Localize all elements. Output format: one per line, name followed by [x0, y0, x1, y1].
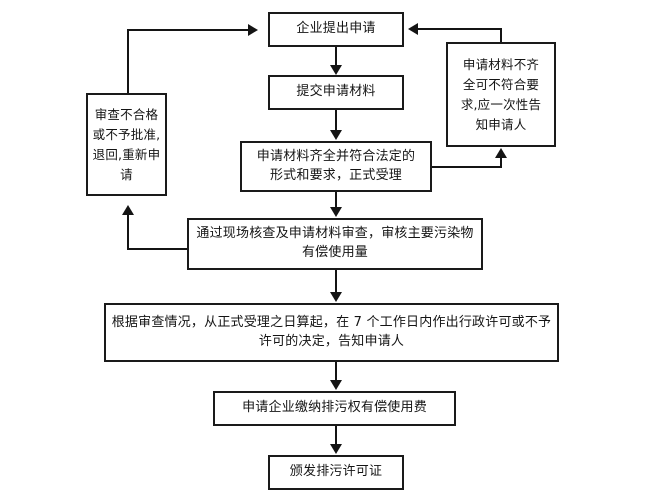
node-pay-fee[interactable]: 申请企业缴纳排污权有偿使用费 — [213, 391, 456, 426]
node-incomplete-label: 申请材料不齐 全可不符合要 求,应一次性告 知申请人 — [460, 56, 542, 132]
edge-apply-to-submit-line — [335, 47, 337, 67]
edge-complete-to-incomplete-h — [432, 166, 502, 168]
edge-incomplete-to-apply-v — [500, 28, 502, 44]
node-issue-permit[interactable]: 颁发排污许可证 — [268, 455, 404, 490]
edge-review-to-decision-arrow — [330, 292, 342, 302]
node-materials-complete[interactable]: 申请材料齐全并符合法定的 形式和要求，正式受理 — [240, 141, 432, 192]
edge-complete-to-incomplete-arrow — [495, 148, 507, 158]
node-apply[interactable]: 企业提出申请 — [268, 12, 404, 47]
edge-complete-to-review-arrow — [330, 207, 342, 217]
edge-reject-to-apply-h — [127, 29, 250, 31]
node-materials-incomplete[interactable]: 申请材料不齐 全可不符合要 求,应一次性告 知申请人 — [446, 42, 556, 147]
edge-incomplete-to-apply-h — [418, 28, 502, 30]
node-site-review[interactable]: 通过现场核查及申请材料审查，审核主要污染物 有偿使用量 — [187, 218, 483, 270]
node-fee-label: 申请企业缴纳排污权有偿使用费 — [242, 400, 427, 416]
node-submit-materials[interactable]: 提交申请材料 — [268, 75, 404, 110]
edge-submit-to-complete-line — [335, 110, 337, 131]
edge-fee-to-issue-line — [335, 426, 337, 446]
edge-reject-to-apply-v — [127, 29, 129, 95]
edge-fee-to-issue-arrow — [330, 444, 342, 454]
edge-submit-to-complete-arrow — [330, 130, 342, 140]
node-review-rejected[interactable]: 审查不合格 或不予批准, 退回,重新申 请 — [86, 93, 167, 196]
node-complete-label: 申请材料齐全并符合法定的 形式和要求，正式受理 — [256, 148, 416, 183]
edge-reject-to-apply-arrow — [248, 24, 258, 36]
node-submit-label: 提交申请材料 — [296, 84, 376, 100]
node-decision[interactable]: 根据审查情况，从正式受理之日算起，在 7 个工作日内作出行政许可或不予 许可的决… — [104, 303, 559, 362]
edge-review-to-reject-v — [127, 215, 129, 250]
edge-review-to-decision-line — [335, 270, 337, 294]
node-decision-label: 根据审查情况，从正式受理之日算起，在 7 个工作日内作出行政许可或不予 许可的决… — [111, 314, 552, 349]
edge-incomplete-to-apply-arrow — [408, 23, 418, 35]
edge-apply-to-submit-arrow — [330, 65, 342, 75]
node-apply-label: 企业提出申请 — [296, 21, 376, 37]
edge-review-to-reject-arrow — [122, 205, 134, 215]
node-issue-label: 颁发排污许可证 — [289, 464, 383, 480]
edge-decision-to-fee-arrow — [330, 380, 342, 390]
node-reject-label: 审查不合格 或不予批准, 退回,重新申 请 — [92, 106, 161, 182]
edge-review-to-reject-h — [127, 248, 189, 250]
edge-decision-to-fee-line — [335, 362, 337, 382]
edge-complete-to-review-line — [335, 192, 337, 209]
edge-complete-to-incomplete-v — [500, 158, 502, 168]
node-review-label: 通过现场核查及申请材料审查，审核主要污染物 有偿使用量 — [196, 226, 474, 260]
